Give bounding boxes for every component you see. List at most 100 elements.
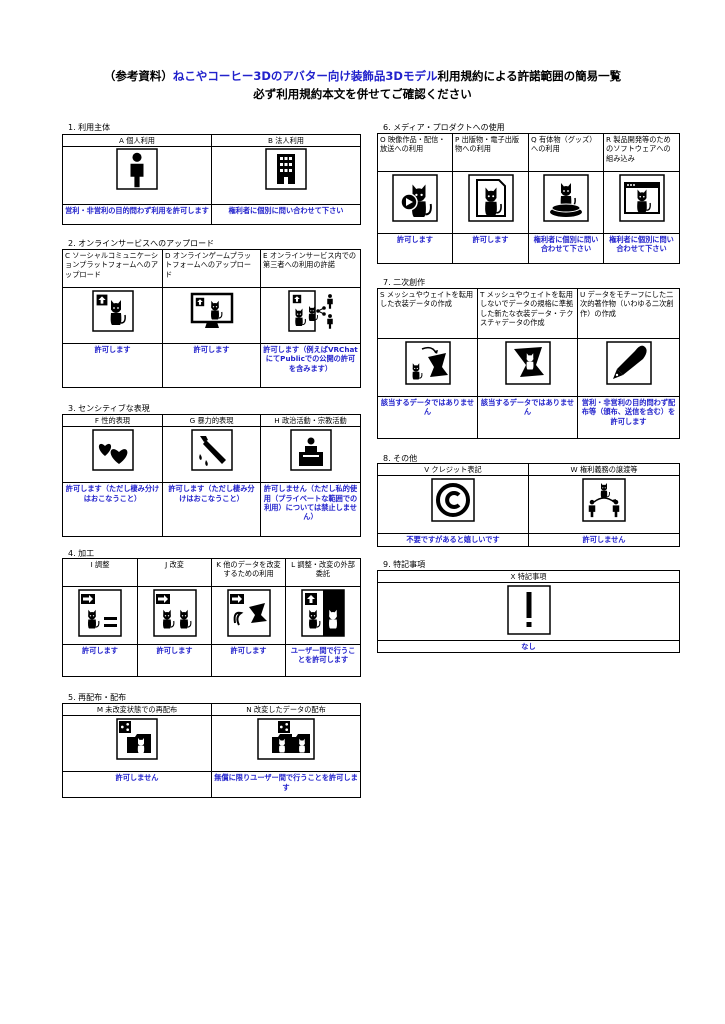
col-header-m: M 未改変状態での再配布 [62, 702, 212, 717]
section-label-9: 9. 特記事項 [383, 560, 426, 569]
monitor-cat-icon [190, 292, 233, 328]
section-label-2: 2. オンラインサービスへのアップロード [68, 239, 215, 248]
icon-cell-k [211, 586, 286, 645]
col-header-o: O 映像作品・配信・放送への利用 [377, 133, 453, 172]
title-suffix: 利用規約による許諾範囲の簡易一覧 [437, 69, 622, 83]
answer-u: 営利・非営利の目的問わず配布等（頒布、送信を含む）を許可します [577, 396, 680, 439]
knife-icon [190, 429, 233, 472]
section-table-1: A 個人利用 B 法人利用 営利・非営利の目的問わず利用を許可します [62, 133, 361, 226]
outsource-icon [301, 589, 345, 637]
icon-cell-c [62, 287, 163, 344]
modify-icon [152, 589, 197, 637]
answer-c: 許可します [62, 343, 163, 388]
icon-cell-f [62, 426, 163, 484]
col-header-t: T メッシュやウェイトを転用しないでデータの規格に準拠した新たな衣装データ・テク… [477, 288, 578, 339]
software-cat-icon [618, 174, 665, 222]
icon-cell-e [260, 287, 361, 344]
reuse-icon [226, 589, 271, 637]
section-label-6: 6. メディア・プロダクトへの使用 [383, 123, 505, 132]
section-table-9: X 特記事項 なし [377, 569, 680, 654]
section-table-3: F 性的表現 G 暴力的表現 H 政治活動・宗教活動 [62, 413, 361, 538]
col-header-i: I 調整 [62, 558, 138, 587]
section-table-5: M 未改変状態での再配布 N 改変したデータの配布 [62, 702, 361, 799]
col-header-a: A 個人利用 [62, 133, 212, 148]
section-label-1: 1. 利用主体 [68, 123, 111, 132]
col-header-p: P 出版物・電子出版物への利用 [452, 133, 529, 172]
section-label-5: 5. 再配布・配布 [68, 693, 127, 702]
answer-l: ユーザー間で行うことを許可します [285, 644, 361, 677]
icon-cell-d [162, 287, 261, 344]
copyright-icon [431, 478, 475, 523]
redistribute-icon [116, 718, 158, 761]
mesh-transfer-icon [404, 341, 451, 385]
upload-cat-icon [91, 290, 134, 332]
adjust-icon [78, 589, 122, 637]
icon-cell-p [452, 171, 529, 234]
icon-cell-x [377, 582, 680, 641]
col-header-l: L 調整・改変の外部委託 [285, 558, 361, 587]
icon-cell-q [528, 171, 604, 234]
icon-cell-m [62, 715, 212, 773]
col-header-s: S メッシュやウェイトを転用した衣装データの作成 [377, 288, 478, 339]
title-product: ねこやコーヒー3Dのアバター向け装飾品3Dモデル [172, 69, 438, 83]
icon-cell-w [528, 475, 680, 535]
icon-cell-g [162, 426, 261, 484]
col-header-c: C ソーシャルコミュニケーションプラットフォームへのアップロード [62, 249, 163, 288]
answer-n: 無償に限りユーザー間で行うことを許可します [211, 771, 361, 799]
page-subtitle: 必ず利用規約本文を併せてご確認ください [253, 87, 472, 101]
icon-cell-r [603, 171, 680, 234]
page-title: （参考資料）ねこやコーヒー3Dのアバター向け装飾品3Dモデル利用規約による許諾範… [0, 68, 725, 84]
section-table-6: O 映像作品・配信・放送への利用 P 出版物・電子出版物への利用 Q 有体物（グ… [377, 133, 680, 264]
icon-cell-l [285, 586, 361, 645]
distribute-modified-icon [257, 718, 315, 761]
podium-icon [289, 429, 332, 472]
answer-w: 許可しません [528, 533, 680, 547]
section-label-7: 7. 二次創作 [383, 278, 426, 287]
section-table-2: C ソーシャルコミュニケーションプラットフォームへのアップロード D オンライン… [62, 249, 361, 388]
col-header-d: D オンラインゲームプラットフォームへのアップロード [162, 249, 261, 288]
figure-cat-icon [543, 174, 589, 222]
icon-cell-s [377, 338, 478, 397]
answer-a: 営利・非営利の目的問わず利用を許可します [62, 204, 212, 226]
col-header-v: V クレジット表記 [377, 462, 529, 477]
icon-cell-n [211, 715, 361, 773]
section-label-4: 4. 加工 [68, 549, 95, 558]
col-header-n: N 改変したデータの配布 [211, 702, 361, 717]
section-table-4: I 調整 J 改変 K 他のデータを改変するための利用 L 調整・改変の外部委託 [62, 558, 361, 677]
icon-cell-u [577, 338, 680, 397]
icon-cell-t [477, 338, 578, 397]
answer-g: 許可します（ただし棲み分けはおこなうこと） [162, 482, 261, 538]
share-cat-icon [287, 290, 333, 332]
col-header-k: K 他のデータを改変するための利用 [211, 558, 286, 587]
answer-k: 許可します [211, 644, 286, 677]
video-cat-icon [392, 174, 438, 222]
col-header-e: E オンラインサービス内での第三者への利用の許諾 [260, 249, 361, 288]
section-label-8: 8. その他 [383, 454, 418, 463]
icon-cell-a [62, 146, 212, 206]
answer-o: 許可します [377, 233, 453, 264]
col-header-q: Q 有体物（グッズ）への利用 [528, 133, 604, 172]
answer-x: なし [377, 639, 680, 654]
pen-icon [605, 341, 652, 385]
col-header-w: W 権利義務の譲渡等 [528, 462, 680, 477]
icon-cell-i [62, 586, 138, 645]
hearts-icon [91, 429, 134, 472]
document-cat-icon [467, 174, 514, 222]
col-header-f: F 性的表現 [62, 413, 163, 428]
col-header-r: R 製品開発等のためのソフトウェアへの組み込み [603, 133, 680, 172]
answer-i: 許可します [62, 644, 138, 677]
answer-v: 不要ですがあると嬉しいです [377, 533, 529, 547]
icon-cell-j [137, 586, 212, 645]
icon-cell-o [377, 171, 453, 234]
answer-e: 許可します（例えばVRChatにてPublicでの公開の許可を含みます） [260, 343, 361, 388]
section-label-3: 3. センシティブな表現 [68, 404, 150, 413]
person-icon [116, 148, 158, 191]
section-table-7: S メッシュやウェイトを転用した衣装データの作成 T メッシュやウェイトを転用し… [377, 288, 680, 439]
col-header-h: H 政治活動・宗教活動 [260, 413, 361, 428]
col-header-g: G 暴力的表現 [162, 413, 261, 428]
answer-t: 該当するデータではありません [477, 396, 578, 439]
answer-s: 該当するデータではありません [377, 396, 478, 439]
answer-j: 許可します [137, 644, 212, 677]
col-header-j: J 改変 [137, 558, 212, 587]
col-header-x: X 特記事項 [377, 569, 680, 584]
